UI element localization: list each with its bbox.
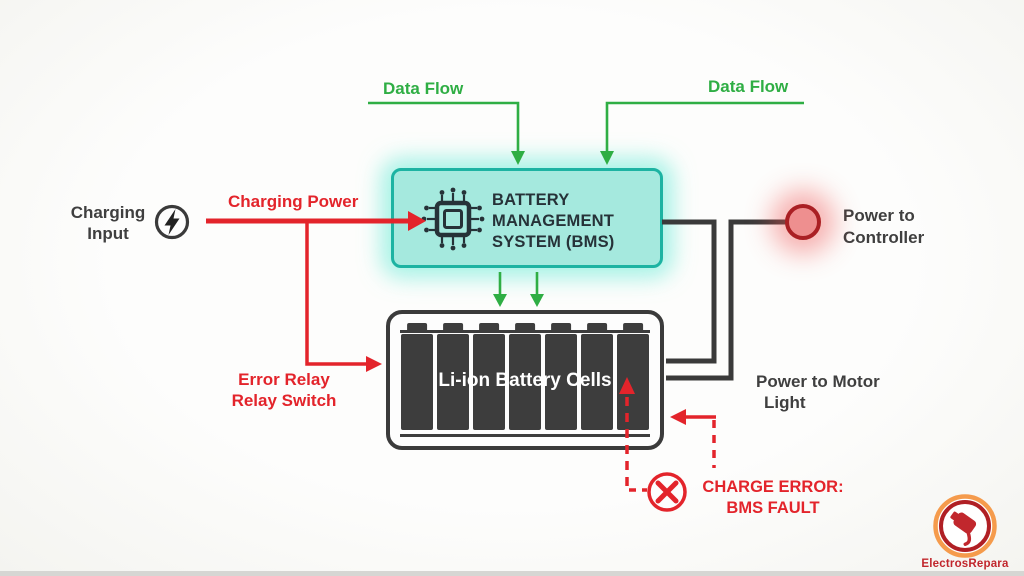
battery-cell xyxy=(437,323,469,430)
charging-power-label: Charging Power xyxy=(228,192,359,211)
power-to-motor-light-label: Power to Motor Light xyxy=(756,372,880,412)
battery-bottom-rail xyxy=(400,434,650,437)
bms-to-battery-arrowhead-1 xyxy=(493,294,507,307)
battery-cell xyxy=(473,323,505,430)
power-to-controller-label: Power to Controller xyxy=(843,206,925,247)
bms-node: BATTERY MANAGEMENT SYSTEM (BMS) xyxy=(391,168,663,268)
battery-cell-terminal xyxy=(551,323,571,332)
data-flow-right-label: Data Flow xyxy=(708,77,789,96)
error-x-icon xyxy=(647,472,687,512)
battery-label: Li-ion Battery Cells xyxy=(438,370,612,391)
battery-cell-terminal xyxy=(479,323,499,332)
battery-cell-terminal xyxy=(623,323,643,332)
electrosrepara-logo xyxy=(933,494,997,558)
fault-arrowhead-left xyxy=(670,409,686,425)
bms-to-battery-data-arrows xyxy=(498,272,539,295)
battery-cell xyxy=(581,323,613,430)
data-flow-arrow-left xyxy=(368,101,520,152)
data-flow-arrowhead-right xyxy=(600,151,614,165)
bms-title: BATTERY MANAGEMENT SYSTEM (BMS) xyxy=(492,191,615,251)
power-wire-bms-to-battery xyxy=(662,219,717,364)
data-flow-left-label: Data Flow xyxy=(383,79,464,98)
battery-cell xyxy=(545,323,577,430)
chip-icon xyxy=(421,187,485,251)
battery-cell-terminal xyxy=(407,323,427,332)
error-relay-arrowhead xyxy=(366,356,382,372)
bottom-edge-strip xyxy=(0,571,1024,576)
battery-cell xyxy=(401,323,433,430)
battery-cell-terminal xyxy=(515,323,535,332)
battery-cell xyxy=(509,323,541,430)
error-relay-label: Error Relay Relay Switch xyxy=(231,370,337,410)
data-flow-arrowhead-left xyxy=(511,151,525,165)
power-wire-battery-to-controller xyxy=(666,219,789,381)
lightning-icon xyxy=(154,204,190,240)
charge-error-label: CHARGE ERROR: BMS FAULT xyxy=(702,478,844,517)
battery-pack-node: Li-ion Battery Cells xyxy=(386,310,664,450)
power-indicator-light xyxy=(785,204,821,240)
battery-cell-terminal xyxy=(443,323,463,332)
error-relay-line xyxy=(305,223,368,366)
bms-to-battery-arrowhead-2 xyxy=(530,294,544,307)
charging-input-label: Charging Input xyxy=(70,203,146,243)
data-flow-arrow-right xyxy=(605,101,804,152)
ev-plug-icon xyxy=(950,511,977,546)
battery-cell-terminal xyxy=(587,323,607,332)
battery-cells xyxy=(401,323,649,430)
logo-wordmark: ElectrosRepara xyxy=(921,558,1009,570)
